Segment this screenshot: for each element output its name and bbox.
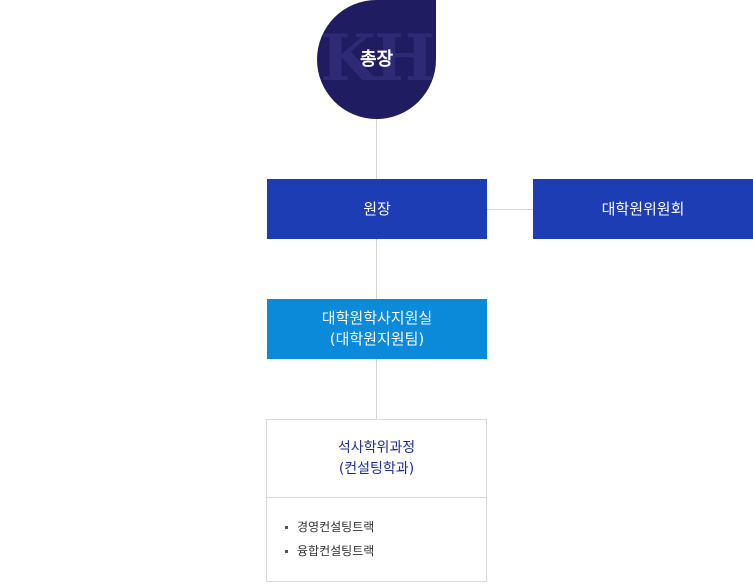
president-label: 총장 xyxy=(359,49,394,70)
graduate-committee-label: 대학원위원회 xyxy=(601,199,685,218)
connector-dean-committee xyxy=(486,209,534,210)
track-list: 경영컨설팅트랙 융합컨설팅트랙 xyxy=(267,498,486,563)
president-node: KH 총장 xyxy=(317,0,436,119)
consulting-department-title: (컨설팅학과) xyxy=(338,460,415,477)
graduate-committee-node: 대학원위원회 xyxy=(533,179,753,239)
academic-support-team-label: (대학원지원팀) xyxy=(329,330,425,348)
masters-program-node: 석사학위과정 (컨설팅학과) 경영컨설팅트랙 융합컨설팅트랙 xyxy=(266,419,487,582)
connector-office-course xyxy=(376,358,377,420)
dean-node: 원장 xyxy=(267,179,487,239)
track-item: 경영컨설팅트랙 xyxy=(285,515,486,539)
dean-label: 원장 xyxy=(363,199,391,218)
academic-support-office-node: 대학원학사지원실 (대학원지원팀) xyxy=(267,299,487,359)
kh-logo-watermark: KH xyxy=(320,21,434,96)
track-item: 융합컨설팅트랙 xyxy=(285,539,486,563)
connector-dean-office xyxy=(376,238,377,300)
masters-program-header: 석사학위과정 (컨설팅학과) xyxy=(267,420,486,498)
masters-program-title: 석사학위과정 xyxy=(337,439,416,456)
connector-president-dean xyxy=(376,118,377,180)
academic-support-office-label: 대학원학사지원실 xyxy=(321,309,433,327)
